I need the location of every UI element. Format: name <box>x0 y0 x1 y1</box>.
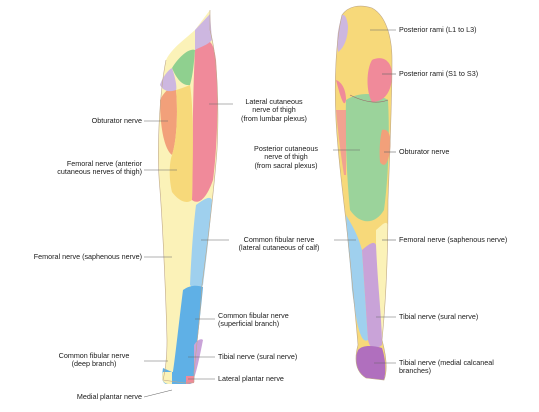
label-medial-plantar: Medial plantar nerve <box>76 392 142 401</box>
label-obturator-front: Obturator nerve <box>91 116 142 125</box>
posterior-cutaneous-region <box>345 94 389 222</box>
label-tibial-medial-calcaneal: Tibial nerve (medial calcaneal branches) <box>399 358 494 376</box>
label-common-fibular-deep: Common fibular nerve (deep branch) <box>58 351 130 369</box>
calcaneal-region <box>356 345 386 380</box>
lateral-cutaneous-thigh-region <box>192 40 218 202</box>
obturator-region-front <box>160 88 177 155</box>
genitofemoral-region <box>195 14 212 50</box>
ilioinguinal-region <box>172 49 195 86</box>
posterior-leg <box>334 5 393 381</box>
label-tibial-sural-front: Tibial nerve (sural nerve) <box>218 352 298 361</box>
leader-lines <box>143 29 396 398</box>
label-common-fibular-lateral-calf: Common fibular nerve (lateral cutaneous … <box>238 235 320 253</box>
label-femoral-saphenous-front: Femoral nerve (saphenous nerve) <box>33 252 142 261</box>
label-obturator-back: Obturator nerve <box>399 147 450 156</box>
label-posterior-cutaneous-thigh: Posterior cutaneous nerve of thigh (from… <box>254 144 318 170</box>
label-femoral-anterior: Femoral nerve (anterior cutaneous nerves… <box>57 159 142 177</box>
label-lateral-plantar: Lateral plantar nerve <box>218 374 284 383</box>
sural-region <box>362 242 382 349</box>
label-posterior-rami-s: Posterior rami (S1 to S3) <box>399 69 479 78</box>
anterior-leg <box>158 10 219 384</box>
femoral-anterior-region <box>169 85 193 203</box>
posterior-rami-s-region <box>367 58 392 102</box>
label-posterior-rami-l: Posterior rami (L1 to L3) <box>399 25 477 34</box>
label-common-fibular-superficial: Common fibular nerve (superficial branch… <box>218 311 289 329</box>
common-fibular-lateral-calf-region <box>190 197 212 289</box>
label-femoral-saphenous-back: Femoral nerve (saphenous nerve) <box>399 235 508 244</box>
obturator-region-back <box>379 129 391 165</box>
label-tibial-sural-back: Tibial nerve (sural nerve) <box>399 312 479 321</box>
label-lateral-cutaneous-thigh: Lateral cutaneous nerve of thigh (from l… <box>241 97 307 123</box>
